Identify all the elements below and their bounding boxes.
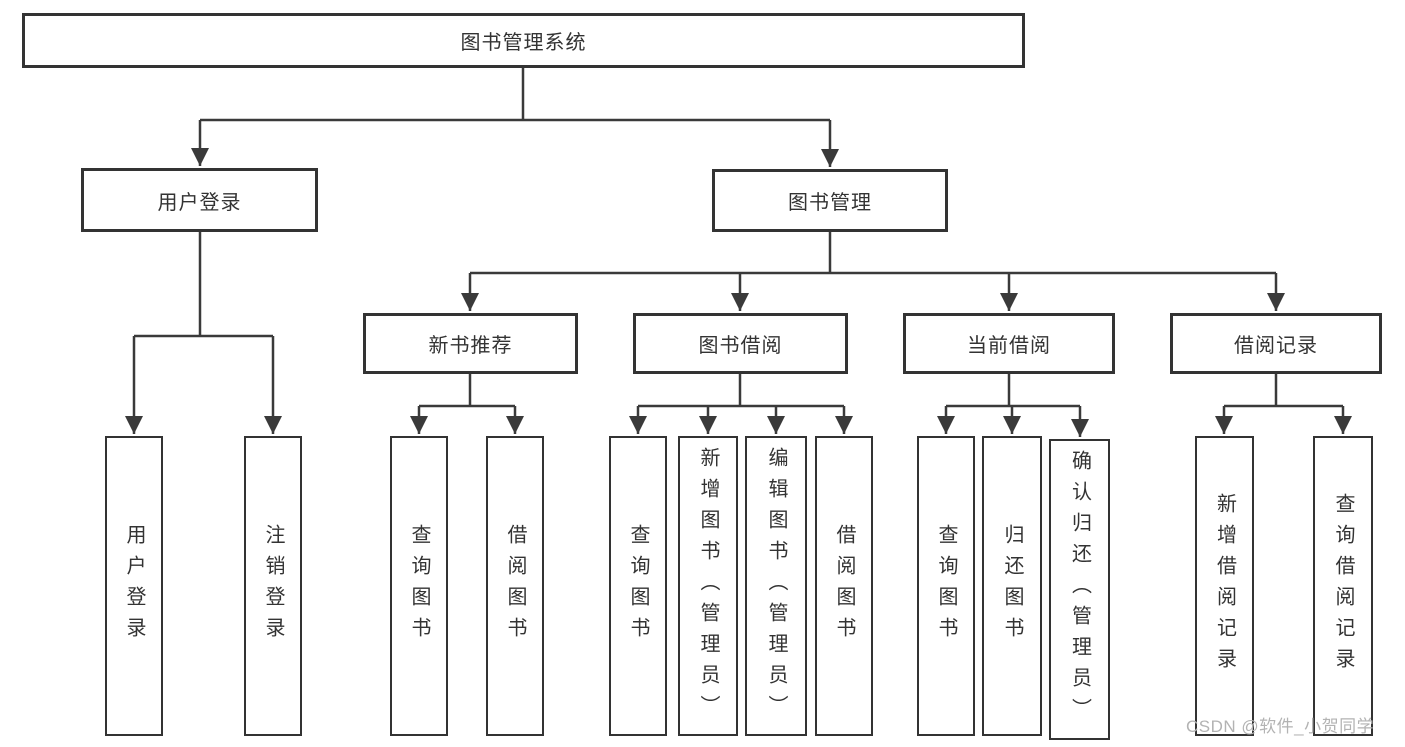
node-book-management: 图书管理 — [712, 169, 948, 232]
watermark: CSDN @软件_小贺同学 — [1186, 717, 1375, 736]
node-root: 图书管理系统 — [22, 13, 1025, 68]
node-new-book-recommend: 新书推荐 — [363, 313, 578, 374]
leaf-user-login: 用户登录 — [105, 436, 163, 736]
leaf-borrow-book: 借阅图书 — [815, 436, 873, 736]
leaf-logout: 注销登录 — [244, 436, 302, 736]
leaf-edit-book-admin: 编辑图书（管理员） — [745, 436, 807, 736]
node-user-login: 用户登录 — [81, 168, 318, 232]
node-book-borrow: 图书借阅 — [633, 313, 848, 374]
leaf-query-book-recommend: 查询图书 — [390, 436, 448, 736]
connector-segments — [125, 68, 1352, 437]
leaf-add-borrow-record: 新增借阅记录 — [1195, 436, 1254, 736]
leaf-query-book-current: 查询图书 — [917, 436, 975, 736]
leaf-borrow-book-recommend: 借阅图书 — [486, 436, 544, 736]
leaf-query-book-borrow: 查询图书 — [609, 436, 667, 736]
leaf-add-book-admin: 新增图书（管理员） — [678, 436, 738, 736]
leaf-query-borrow-record: 查询借阅记录 — [1313, 436, 1373, 736]
leaf-confirm-return-admin: 确认归还（管理员） — [1049, 439, 1110, 740]
leaf-return-book: 归还图书 — [982, 436, 1042, 736]
node-current-borrow: 当前借阅 — [903, 313, 1115, 374]
node-borrow-record: 借阅记录 — [1170, 313, 1382, 374]
